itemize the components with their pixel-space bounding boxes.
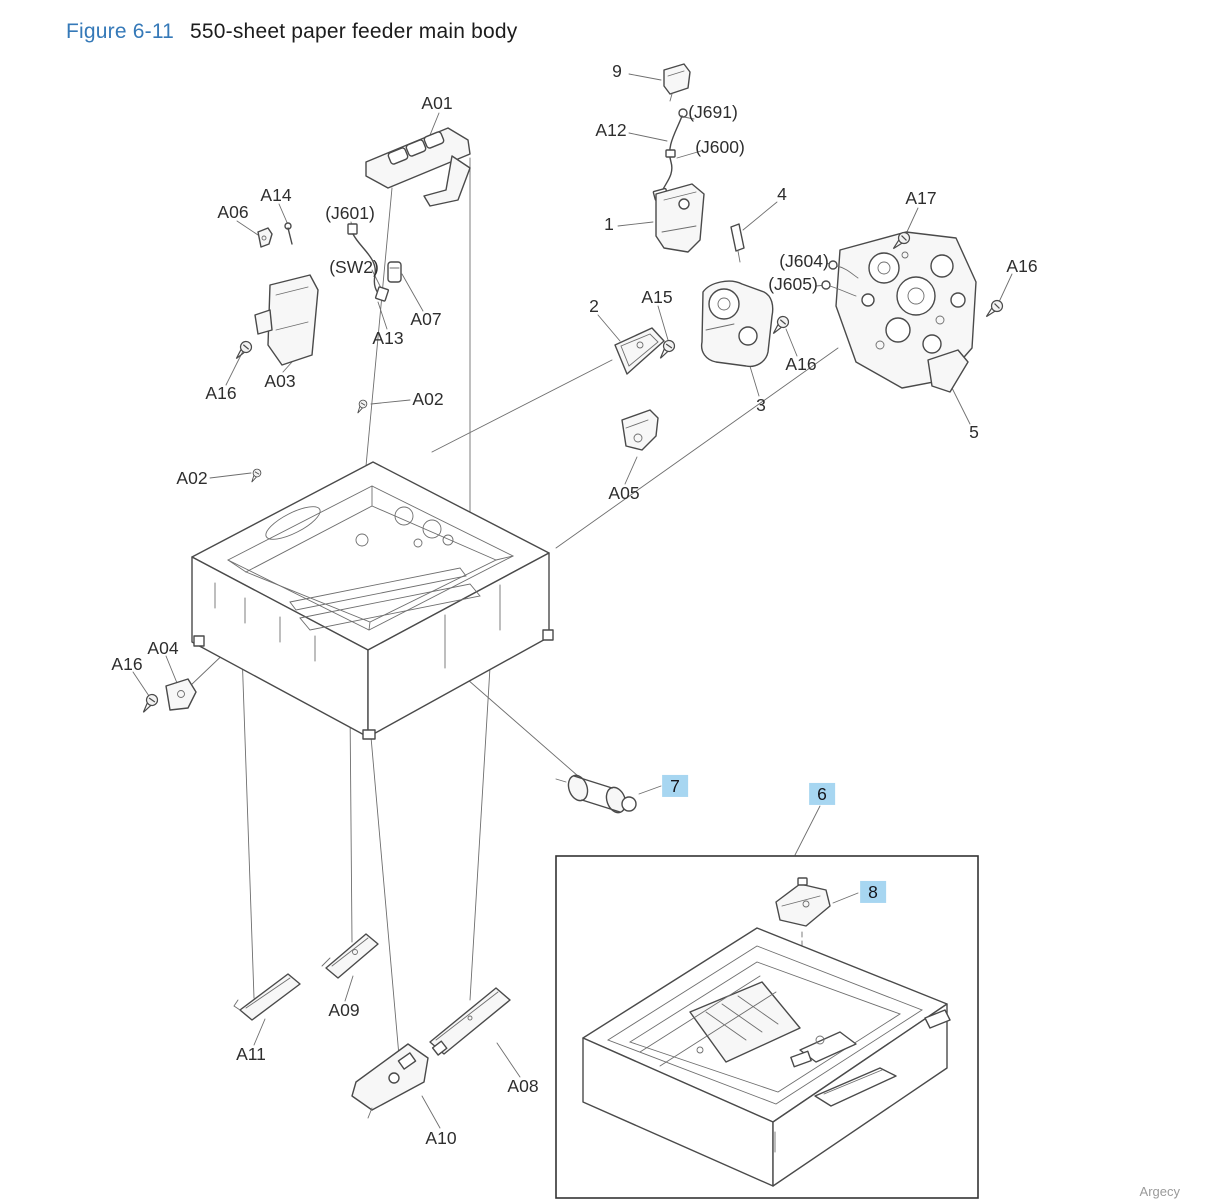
part-6-box <box>555 855 979 1199</box>
callout-a06: A06 <box>217 201 249 222</box>
callout-a05: A05 <box>608 482 640 503</box>
callout-a03: A03 <box>264 370 296 391</box>
callout-a14: A14 <box>260 184 292 205</box>
callout-a16-4: A16 <box>111 653 143 674</box>
part-a01-drawing <box>365 127 471 207</box>
callout-a17: A17 <box>905 187 937 208</box>
part-9-drawing <box>663 63 691 102</box>
callout-a09: A09 <box>328 999 360 1020</box>
callout-j605: (J605) <box>768 273 818 294</box>
part-a09-drawing <box>321 933 379 979</box>
watermark: Argecy <box>1139 1184 1180 1199</box>
figure-number: Figure 6-11 <box>66 20 175 43</box>
part-a13-cable-drawing <box>347 223 390 302</box>
callout-a11: A11 <box>236 1043 266 1064</box>
callout-a16-2: A16 <box>785 353 817 374</box>
callout-6-highlighted: 6 <box>809 782 835 806</box>
callout-a16-3: A16 <box>205 382 237 403</box>
part-a04-drawing <box>165 678 197 711</box>
part-3-drawing <box>700 280 774 368</box>
figure-title: Figure 6-11 550-sheet paper feeder main b… <box>66 20 517 44</box>
callout-1: 1 <box>604 213 614 234</box>
callout-8-highlighted: 8 <box>860 880 886 904</box>
callout-a12: A12 <box>595 119 627 140</box>
part-5-gear-assembly-drawing <box>821 231 977 393</box>
callout-5: 5 <box>969 421 979 442</box>
callout-a02-1: A02 <box>412 388 444 409</box>
part-a05-drawing <box>621 409 659 451</box>
callout-a01: A01 <box>421 92 453 113</box>
callout-9: 9 <box>612 60 622 81</box>
part-a06-drawing <box>257 227 273 248</box>
callout-a16-1: A16 <box>1006 255 1038 276</box>
callout-sw2: (SW2) <box>329 256 379 277</box>
part-8-drawing <box>775 877 831 927</box>
callout-7-highlighted: 7 <box>662 774 688 798</box>
part-6-tray-drawing <box>582 927 951 1187</box>
part-7-roller-drawing <box>555 774 637 814</box>
callout-j604: (J604) <box>779 250 829 271</box>
callout-4: 4 <box>777 183 787 204</box>
part-a11-drawing <box>233 973 301 1021</box>
callout-a08: A08 <box>507 1075 539 1096</box>
callout-a07: A07 <box>410 308 442 329</box>
part-a10-drawing <box>351 1043 429 1119</box>
part-4-drawing <box>730 223 745 263</box>
chassis-drawing <box>191 461 554 740</box>
callout-j691: (J691) <box>688 101 738 122</box>
figure-name: 550-sheet paper feeder main body <box>190 20 518 43</box>
callout-a15: A15 <box>641 286 673 307</box>
part-a07-drawing <box>387 261 402 283</box>
callout-2: 2 <box>589 295 599 316</box>
part-a08-drawing <box>429 987 511 1056</box>
callout-a02-2: A02 <box>176 467 208 488</box>
callout-3: 3 <box>756 394 766 415</box>
callout-j600: (J600) <box>695 136 745 157</box>
part-1-drawing <box>655 183 705 253</box>
callout-a04: A04 <box>147 637 179 658</box>
callout-a13: A13 <box>372 327 404 348</box>
part-2-drawing <box>614 327 665 375</box>
callout-j601: (J601) <box>325 202 375 223</box>
part-a03-drawing <box>254 274 319 366</box>
part-a14-drawing <box>284 222 293 245</box>
callout-a10: A10 <box>425 1127 457 1148</box>
